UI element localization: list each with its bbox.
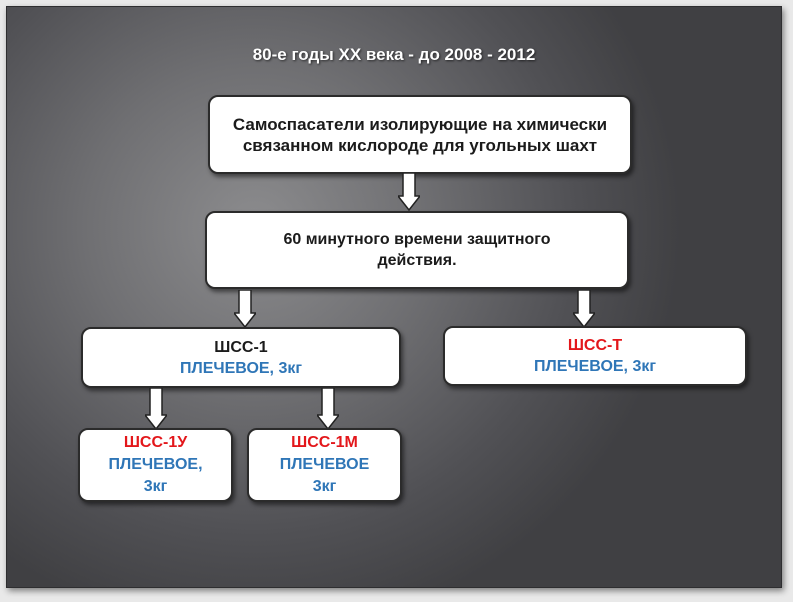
shs-1-desc: ПЛЕЧЕВОЕ, 3кг	[179, 359, 303, 377]
box-self-rescuers-text: Самоспасатели изолирующие на химически с…	[232, 114, 608, 155]
arrow-down-icon	[398, 173, 420, 211]
box-protective-time: 60 минутного времени защитного действия.	[205, 211, 629, 289]
shs-1u-name: ШСС-1У	[123, 434, 188, 451]
arrow-down-icon	[573, 290, 595, 328]
box-shs-1u: ШСС-1У ПЛЕЧЕВОЕ, 3кг	[78, 428, 233, 502]
slide-title: 80-е годы XX века - до 2008 - 2012	[252, 45, 536, 64]
arrow-down-icon	[145, 388, 167, 430]
shs-1u-line2: 3кг	[143, 478, 168, 495]
box-shs-1m: ШСС-1М ПЛЕЧЕВОЕ 3кг	[247, 428, 402, 502]
shs-1-name: ШСС-1	[214, 338, 268, 356]
box-shs-1: ШСС-1 ПЛЕЧЕВОЕ, 3кг	[81, 327, 401, 388]
box-shs-t: ШСС-Т ПЛЕЧЕВОЕ, 3кг	[443, 326, 747, 386]
shs-1m-line2: 3кг	[312, 478, 337, 495]
box-protective-time-text: 60 минутного времени защитного действия.	[283, 231, 551, 269]
shs-1m-line1: ПЛЕЧЕВОЕ	[279, 456, 370, 473]
shs-t-desc: ПЛЕЧЕВОЕ, 3кг	[533, 358, 657, 375]
shs-t-name: ШСС-Т	[567, 337, 623, 354]
box-self-rescuers: Самоспасатели изолирующие на химически с…	[208, 95, 632, 174]
shs-1m-name: ШСС-1М	[291, 434, 358, 451]
arrow-down-icon	[234, 290, 256, 328]
shs-1u-line1: ПЛЕЧЕВОЕ,	[108, 456, 203, 473]
arrow-down-icon	[317, 388, 339, 430]
slide-background: 80-е годы XX века - до 2008 - 2012 Самос…	[6, 6, 782, 588]
